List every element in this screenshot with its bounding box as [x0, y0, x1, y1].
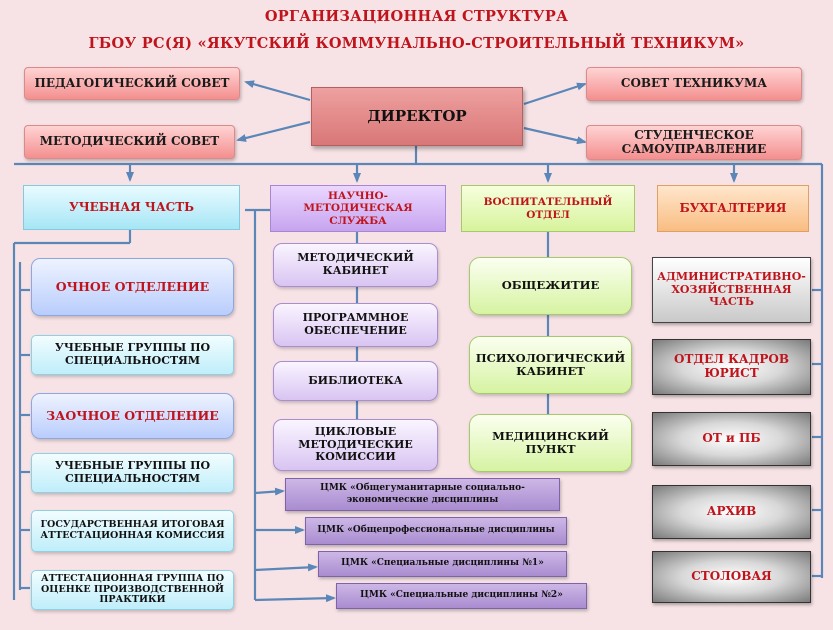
arrow-to-ped-council: [244, 80, 311, 102]
cmk-general-prof-box: ЦМК «Общепрофессиональные дисциплины: [305, 517, 567, 545]
software-box: ПРОГРАММНОЕ ОБЕСПЕЧЕНИЕ: [273, 303, 438, 347]
hr-lawyer-box: ОТДЕЛ КАДРОВ ЮРИСТ: [652, 339, 811, 395]
educational-dept-box: ВОСПИТАТЕЛЬНЫЙ ОТДЕЛ: [461, 185, 635, 232]
cycle-commissions-box: ЦИКЛОВЫЕ МЕТОДИЧЕСКИЕ КОМИССИИ: [273, 419, 438, 471]
library-box: БИБЛИОТЕКА: [273, 361, 438, 401]
medical-point-box: МЕДИЦИНСКИЙ ПУНКТ: [469, 414, 632, 472]
academic-dept-box: УЧЕБНАЯ ЧАСТЬ: [23, 185, 240, 230]
ped-council-box: ПЕДАГОГИЧЕСКИЙ СОВЕТ: [24, 67, 240, 100]
arrow-cmk-1: [254, 487, 285, 496]
method-council-box: МЕТОДИЧЕСКИЙ СОВЕТ: [24, 125, 235, 159]
fulltime-division-box: ОЧНОЕ ОТДЕЛЕНИЕ: [31, 258, 234, 316]
practice-attestation-box: АТТЕСТАЦИОННАЯ ГРУППА ПО ОЦЕНКЕ ПРОИЗВОД…: [31, 570, 234, 610]
chart-title-line1: ОРГАНИЗАЦИОННАЯ СТРУКТУРА: [264, 8, 569, 25]
canteen-box: СТОЛОВАЯ: [652, 551, 811, 603]
tech-council-box: СОВЕТ ТЕХНИКУМА: [586, 67, 802, 101]
chart-title-line2: ГБОУ РС(Я) «ЯКУТСКИЙ КОММУНАЛЬНО-СТРОИТЕ…: [88, 35, 745, 52]
cmk-special-2-box: ЦМК «Специальные дисциплины №2»: [336, 583, 587, 609]
dormitory-box: ОБЩЕЖИТИЕ: [469, 257, 632, 315]
safety-box: ОТ и ПБ: [652, 412, 811, 466]
study-groups-box-2: УЧЕБНЫЕ ГРУППЫ ПО СПЕЦИАЛЬНОСТЯМ: [31, 453, 234, 493]
cmk-humanitarian-box: ЦМК «Общегуманитарные социально-экономич…: [285, 478, 560, 511]
arrow-to-method-council: [236, 120, 311, 142]
arrow-to-student-gov: [523, 126, 587, 145]
archive-box: АРХИВ: [652, 485, 811, 539]
correspondence-division-box: ЗАОЧНОЕ ОТДЕЛЕНИЕ: [31, 393, 234, 439]
psych-office-box: ПСИХОЛОГИЧЕСКИЙ КАБИНЕТ: [469, 336, 632, 394]
study-groups-box-1: УЧЕБНЫЕ ГРУППЫ ПО СПЕЦИАЛЬНОСТЯМ: [31, 335, 234, 375]
arrow-cmk-4: [254, 594, 336, 603]
director-box: ДИРЕКТОР: [311, 87, 523, 146]
science-method-dept-box: НАУЧНО-МЕТОДИЧЕСКАЯ СЛУЖБА: [270, 185, 446, 232]
admin-household-box: АДМИНИСТРАТИВНО-ХОЗЯЙСТВЕННАЯ ЧАСТЬ: [652, 257, 811, 323]
cmk-special-1-box: ЦМК «Специальные дисциплины №1»: [318, 551, 567, 577]
state-attestation-box: ГОСУДАРСТВЕННАЯ ИТОГОВАЯ АТТЕСТАЦИОННАЯ …: [31, 510, 234, 552]
arrow-cmk-3: [254, 563, 318, 572]
accounting-dept-box: БУХГАЛТЕРИЯ: [657, 185, 809, 232]
arrow-to-tech-council: [523, 82, 587, 106]
method-office-box: МЕТОДИЧЕСКИЙ КАБИНЕТ: [273, 243, 438, 287]
student-gov-box: СТУДЕНЧЕСКОЕ САМОУПРАВЛЕНИЕ: [586, 125, 802, 160]
